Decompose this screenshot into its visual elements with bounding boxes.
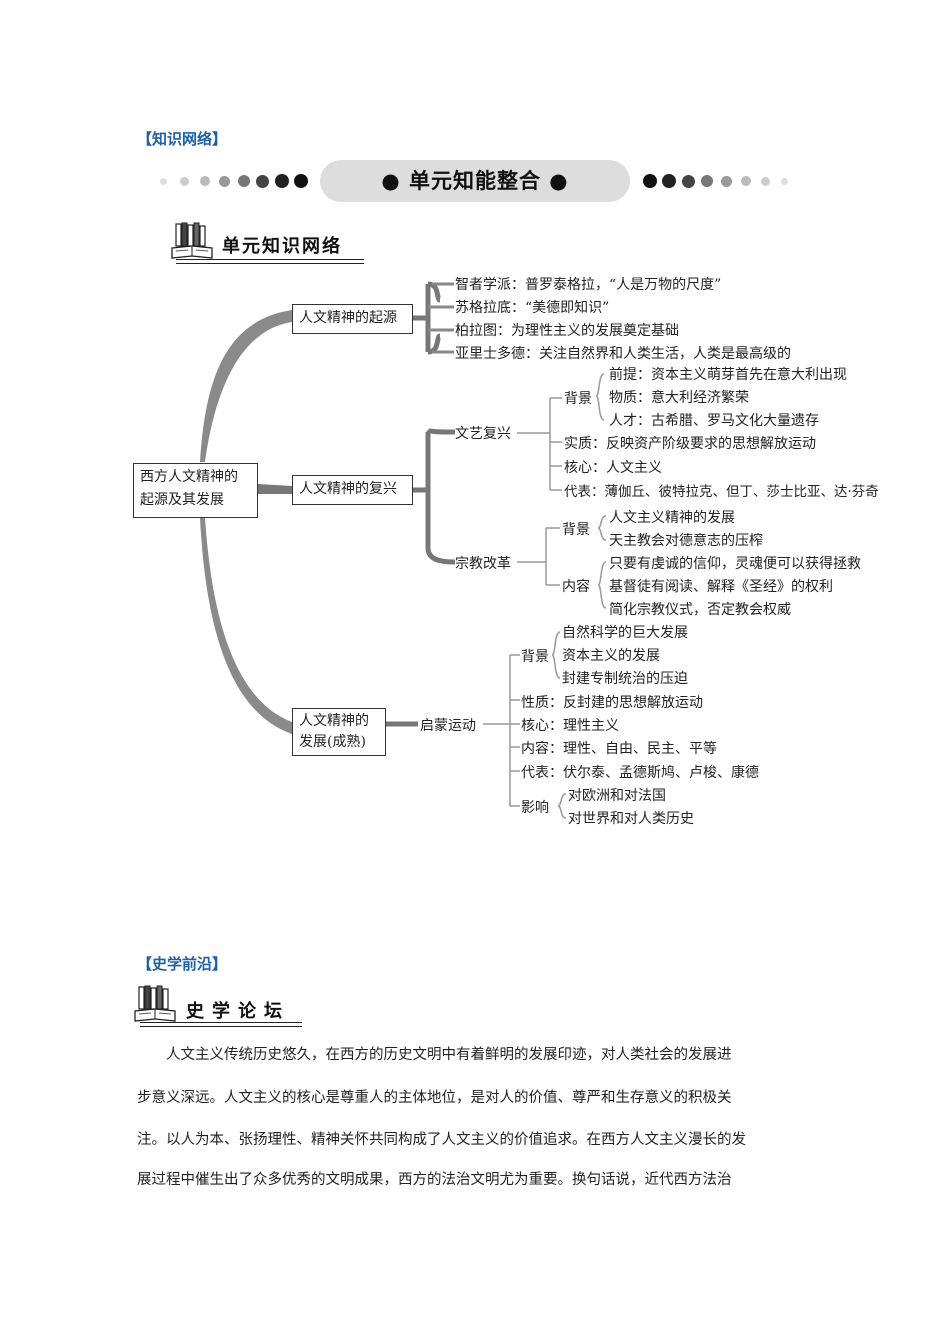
enlightenment-label: 启蒙运动 [420,715,476,735]
renaissance-core: 核心：人文主义 [564,457,662,477]
renaissance-essence: 实质：反映资产阶级要求的思想解放运动 [564,433,816,453]
enlightenment-bg-1: 自然科学的巨大发展 [562,622,688,642]
reformation-label: 宗教改革 [455,553,511,573]
enlightenment-bg-3: 封建专制统治的压迫 [562,668,688,688]
paragraph-line-1: 人文主义传统历史悠久，在西方的历史文明中有着鲜明的发展印迹，对人类社会的发展进 [137,1038,817,1072]
renaissance-bg-premise: 前提：资本主义萌芽首先在意大利出现 [609,364,847,384]
origin-item-sophists: 智者学派：普罗泰格拉，“人是万物的尺度” [455,274,721,294]
forum-heading: 史学论坛 [186,997,290,1023]
enlightenment-bg-2: 资本主义的发展 [562,645,660,665]
section-label-history-frontier: 【史学前沿】 [137,953,227,974]
root-node: 西方人文精神的 起源及其发展 [133,463,258,518]
renaissance-reps: 代表：薄伽丘、彼特拉克、但丁、莎士比亚、达·芬奇 [564,480,879,500]
reformation-content-1: 只要有虔诚的信仰，灵魂便可以获得拯救 [609,553,861,573]
maturity-line1: 人文精神的 [299,711,379,732]
origin-item-aristotle: 亚里士多德：关注自然界和人类生活，人类是最高级的 [455,343,791,363]
enlightenment-impact-2: 对世界和对人类历史 [568,808,694,828]
root-line1: 西方人文精神的 [140,466,251,489]
enlightenment-content: 内容：理性、自由、民主、平等 [521,738,717,758]
paragraph-line-4: 展过程中催生出了众多优秀的文明成果，西方的法治文明尤为重要。换句话说，近代西方法… [137,1163,817,1197]
renaissance-label: 文艺复兴 [455,423,511,443]
enlightenment-impact-1: 对欧洲和对法国 [568,785,666,805]
root-line2: 起源及其发展 [140,489,251,512]
origin-item-socrates: 苏格拉底：“美德即知识” [455,297,609,317]
enlightenment-nature: 性质：反封建的思想解放运动 [521,692,703,712]
maturity-node: 人文精神的 发展(成熟) [292,708,386,756]
reformation-content-2: 基督徒有阅读、解释《圣经》的权利 [609,576,833,596]
maturity-line2: 发展(成熟) [299,732,379,753]
reformation-bg-1: 人文主义精神的发展 [609,507,735,527]
reformation-background-label: 背景 [562,519,590,539]
renaissance-bg-talent: 人才：古希腊、罗马文化大量遗存 [609,410,819,430]
enlightenment-impact-label: 影响 [521,797,549,817]
enlightenment-core: 核心：理性主义 [521,715,619,735]
reformation-content-label: 内容 [562,576,590,596]
renaissance-bg-material: 物质：意大利经济繁荣 [609,387,749,407]
forum-heading-underline [140,1022,302,1027]
revival-node: 人文精神的复兴 [292,475,413,505]
origin-item-plato: 柏拉图：为理性主义的发展奠定基础 [455,320,679,340]
enlightenment-reps: 代表：伏尔泰、孟德斯鸠、卢梭、康德 [521,762,759,782]
origin-node: 人文精神的起源 [292,304,413,334]
paragraph-line-2: 步意义深远。人文主义的核心是尊重人的主体地位，是对人的价值、尊严和生存意义的积极… [137,1081,817,1115]
reformation-content-3: 简化宗教仪式，否定教会权威 [609,599,791,619]
books-icon-2 [133,985,179,1025]
paragraph-line-3: 注。以人为本、张扬理性、精神关怀共同构成了人文主义的价值追求。在西方人文主义漫长… [137,1123,817,1157]
enlightenment-background-label: 背景 [521,646,549,666]
renaissance-background-label: 背景 [564,388,592,408]
reformation-bg-2: 天主教会对德意志的压榨 [609,530,763,550]
